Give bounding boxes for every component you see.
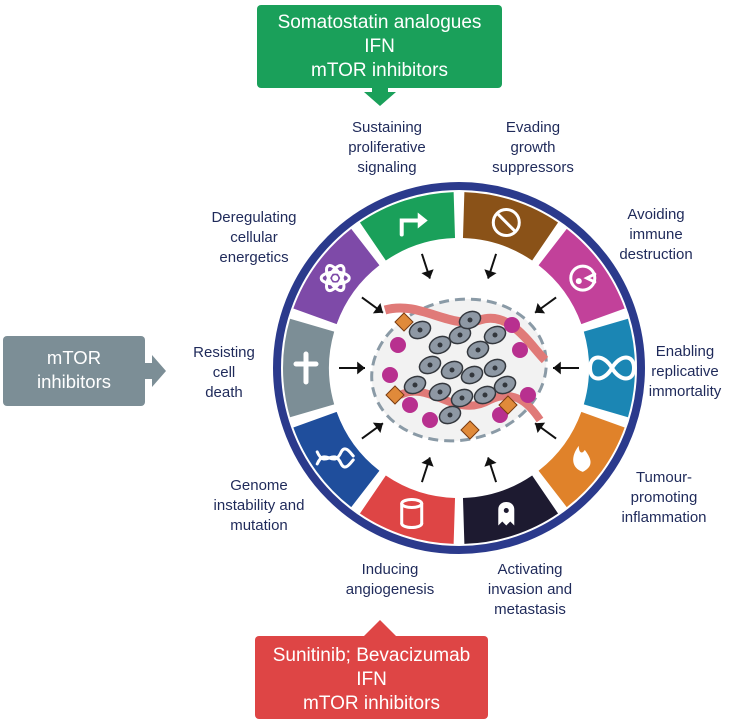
bottom-box-arrow <box>364 620 396 640</box>
drug-label: IFN <box>364 36 395 57</box>
hallmark-label: Deregulating cellular energetics <box>211 209 297 266</box>
inner-arrows <box>339 253 579 483</box>
cell-nucleus <box>427 362 433 368</box>
hallmark-label: Genome instability and mutation <box>213 477 305 534</box>
cell-nucleus <box>449 367 455 373</box>
hallmark-label: Inducing angiogenesis <box>345 561 435 598</box>
arrow-head <box>484 269 497 279</box>
cell-nucleus <box>469 372 475 378</box>
drug-box-left: mTOR inhibitors <box>3 336 145 406</box>
hallmark-segment <box>538 228 625 325</box>
hallmark-label: Evading growth suppressors <box>492 119 574 176</box>
hallmark-segment <box>359 192 456 261</box>
hallmark-label: Avoiding immune destruction <box>619 206 693 263</box>
fibroblast-cell <box>394 312 414 332</box>
atom-icon <box>319 264 351 293</box>
arrow-head <box>372 302 383 314</box>
cell-nucleus <box>502 382 508 388</box>
cell-nucleus <box>447 412 453 418</box>
hallmark-label: Resisting cell death <box>193 344 255 401</box>
tumour-illustration <box>370 297 549 443</box>
drug-label: mTOR <box>46 347 102 368</box>
immune-cell <box>512 342 528 358</box>
hallmark-label: Sustaining proliferative signaling <box>348 119 426 176</box>
fibroblast-cell <box>385 385 405 405</box>
top-box-arrow <box>364 86 396 106</box>
arrow-head <box>535 422 546 434</box>
arrow-head <box>372 422 383 434</box>
cell-nucleus <box>459 395 465 401</box>
cell-nucleus <box>492 332 498 338</box>
arrow-head <box>357 361 365 375</box>
hallmark-segment <box>359 475 456 544</box>
no-entry-icon <box>491 207 521 237</box>
immune-cell <box>422 412 438 428</box>
drug-label: mTOR inhibitors <box>303 693 440 714</box>
left-box-arrow <box>143 355 166 387</box>
drug-box-bottom: Sunitinib; Bevacizumab IFN mTOR inhibito… <box>255 636 488 719</box>
cell-nucleus <box>467 317 473 323</box>
cell-nucleus <box>492 365 498 371</box>
hallmark-segment <box>583 318 635 418</box>
cell-nucleus <box>437 342 443 348</box>
cross-icon <box>293 351 319 385</box>
arrow-icon <box>399 212 428 237</box>
immune-cell <box>402 397 418 413</box>
immune-cell <box>504 317 520 333</box>
immune-cell-icon <box>569 264 597 292</box>
hallmark-segment <box>283 318 335 418</box>
immune-cell <box>520 387 536 403</box>
hallmark-icons <box>293 207 637 530</box>
immune-cell <box>390 337 406 353</box>
dna-icon <box>315 447 355 469</box>
arrow-head <box>421 269 434 279</box>
immune-cell <box>382 367 398 383</box>
arrow-head <box>535 302 546 314</box>
hallmark-label: Activating invasion and metastasis <box>487 561 573 618</box>
fibroblast-cell <box>498 395 518 415</box>
cell-nucleus <box>417 327 423 333</box>
cell-nucleus <box>457 332 463 338</box>
arrow-head <box>553 361 561 375</box>
hallmark-label: Tumour- promoting inflammation <box>621 469 707 526</box>
ghost-cell-icon <box>498 502 515 526</box>
cell-nucleus <box>412 382 418 388</box>
hallmark-segments <box>283 192 635 544</box>
vessel-icon <box>400 498 424 530</box>
drug-box-top: Somatostatin analogues IFN mTOR inhibito… <box>257 5 502 88</box>
immune-cell <box>492 407 508 423</box>
drug-label: mTOR inhibitors <box>311 60 448 81</box>
drug-label: IFN <box>356 669 387 690</box>
cell-nucleus <box>437 389 443 395</box>
drug-label: Somatostatin analogues <box>277 12 482 33</box>
arrow-head <box>421 457 434 467</box>
cell-nucleus <box>482 392 488 398</box>
infinity-icon <box>587 355 637 381</box>
fibroblast-cell <box>460 420 480 440</box>
flame-icon <box>573 445 591 472</box>
arrow-head <box>484 457 497 467</box>
drug-label: Sunitinib; Bevacizumab <box>272 645 471 666</box>
drug-label: inhibitors <box>36 371 112 392</box>
cell-nucleus <box>475 347 481 353</box>
hallmark-label: Enabling replicative immortality <box>648 343 722 400</box>
